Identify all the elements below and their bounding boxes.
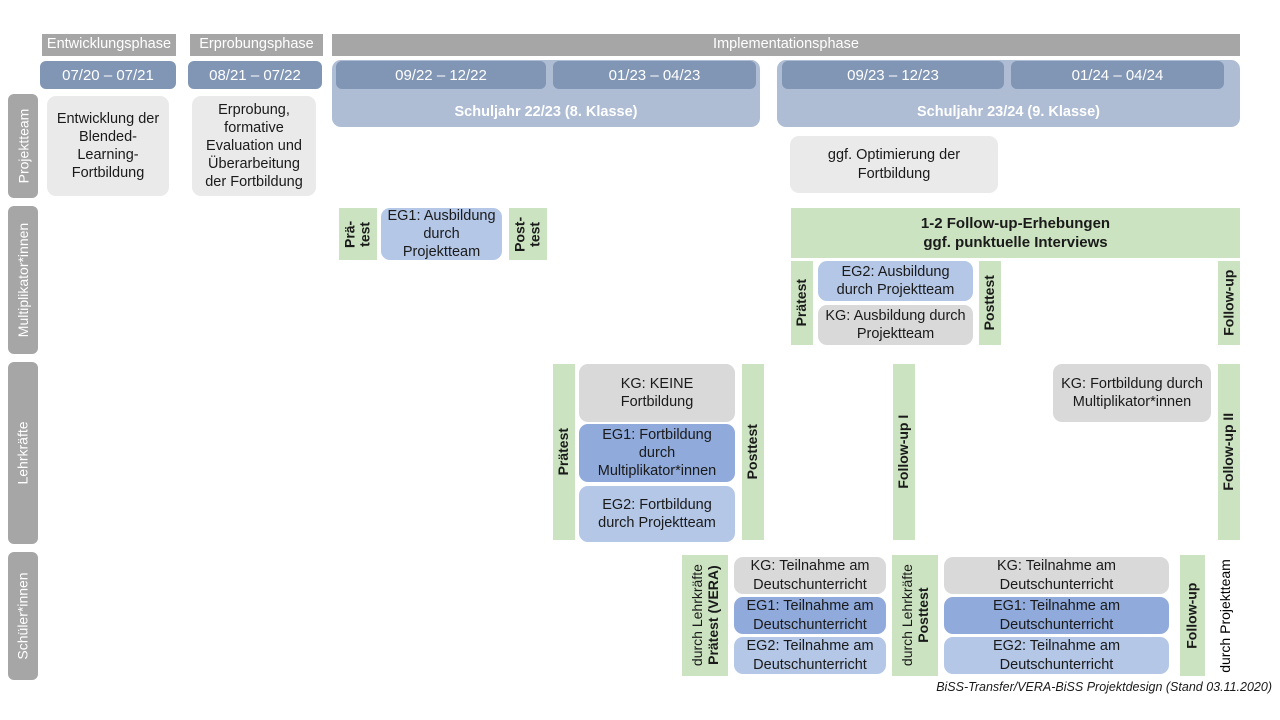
schueler-praetest-strip: Prätest (VERA) durch Lehrkräfte: [682, 555, 728, 676]
period-label: 09/22 – 12/22: [395, 66, 487, 84]
multiplikatoren-praetest-strip-left: Prä- test: [339, 208, 377, 260]
multiplikatoren-posttest-strip-right: Posttest: [979, 261, 1001, 345]
period-label: 08/21 – 07/22: [209, 66, 301, 84]
lehrkraefte-eg2-box: EG2: Fortbildung durch Projektteam: [579, 486, 735, 542]
schueler-posttest-strip: Posttest durch Lehrkräfte: [892, 555, 938, 676]
period-0123-0423: 01/23 – 04/23: [553, 61, 756, 89]
phase-header-label: Erprobungsphase: [199, 36, 314, 53]
period-label: 01/23 – 04/23: [608, 66, 701, 84]
schueler-eg1-right-box: EG1: Teilnahme am Deutschunterricht: [944, 597, 1169, 634]
lehrkraefte-eg1-box: EG1: Fortbildung durch Multiplikator*inn…: [579, 424, 735, 482]
period-label: 07/20 – 07/21: [62, 66, 154, 84]
projektteam-entwicklung-box: Entwicklung der Blended-Learning-Fortbil…: [47, 96, 169, 196]
schueler-followup-sub-label: durch Projektteam: [1217, 558, 1234, 673]
school-year-label: Schuljahr 23/24 (9. Klasse): [917, 104, 1100, 120]
multiplikatoren-followup-banner: 1-2 Follow-up-Erhebungen ggf. punktuelle…: [791, 208, 1240, 258]
period-0922-1222: 09/22 – 12/22: [336, 61, 546, 89]
multiplikatoren-eg2-box: EG2: Ausbildung durch Projektteam: [818, 261, 973, 301]
period-label: 01/24 – 04/24: [1071, 66, 1164, 84]
role-label-lehrkraefte: Lehrkräfte: [8, 362, 38, 544]
multiplikatoren-posttest-strip-left: Post- test: [509, 208, 547, 260]
role-label-schuelerinnen: Schüler*innen: [8, 552, 38, 680]
role-label-projektteam: Projektteam: [8, 94, 38, 198]
footer-caption: BiSS-Transfer/VERA-BiSS Projektdesign (S…: [936, 680, 1272, 694]
schueler-kg-left-box: KG: Teilnahme am Deutschunterricht: [734, 557, 886, 594]
lehrkraefte-followup2-strip: Follow-up II: [1218, 364, 1240, 540]
period-0720-0721: 07/20 – 07/21: [40, 61, 176, 89]
school-year-label: Schuljahr 22/23 (8. Klasse): [454, 104, 638, 120]
lehrkraefte-kg-box: KG: KEINE Fortbildung: [579, 364, 735, 422]
period-0124-0424: 01/24 – 04/24: [1011, 61, 1224, 89]
schueler-eg2-left-box: EG2: Teilnahme am Deutschunterricht: [734, 637, 886, 674]
phase-header-erprobungsphase: Erprobungsphase: [190, 34, 323, 56]
period-0923-1223: 09/23 – 12/23: [782, 61, 1004, 89]
multiplikatoren-kg-box: KG: Ausbildung durch Projektteam: [818, 305, 973, 345]
phase-header-implementationsphase: Implementationsphase: [332, 34, 1240, 56]
schueler-eg1-left-box: EG1: Teilnahme am Deutschunterricht: [734, 597, 886, 634]
period-0821-0722: 08/21 – 07/22: [188, 61, 322, 89]
multiplikatoren-eg1-box: EG1: Ausbildung durch Projektteam: [381, 208, 502, 260]
phase-header-label: Implementationsphase: [713, 36, 859, 53]
period-label: 09/23 – 12/23: [847, 66, 939, 84]
role-label-multiplikatorinnen: Multiplikator*innen: [8, 206, 38, 354]
projektteam-erprobung-box: Erprobung, formative Evaluation und Über…: [192, 96, 316, 196]
schueler-kg-right-box: KG: Teilnahme am Deutschunterricht: [944, 557, 1169, 594]
phase-header-entwicklungsphase: Entwicklungsphase: [42, 34, 176, 56]
multiplikatoren-followup-strip: Follow-up: [1218, 261, 1240, 345]
lehrkraefte-posttest-strip: Posttest: [742, 364, 764, 540]
lehrkraefte-kg-right-box: KG: Fortbildung durch Multiplikator*inne…: [1053, 364, 1211, 422]
schueler-followup-strip: Follow-up: [1180, 555, 1205, 676]
schueler-eg2-right-box: EG2: Teilnahme am Deutschunterricht: [944, 637, 1169, 674]
phase-header-label: Entwicklungsphase: [46, 36, 172, 53]
multiplikatoren-praetest-strip-right: Prätest: [791, 261, 813, 345]
projektteam-optimierung-box: ggf. Optimierung der Fortbildung: [790, 136, 998, 193]
lehrkraefte-followup1-strip: Follow-up I: [893, 364, 915, 540]
lehrkraefte-praetest-strip: Prätest: [553, 364, 575, 540]
